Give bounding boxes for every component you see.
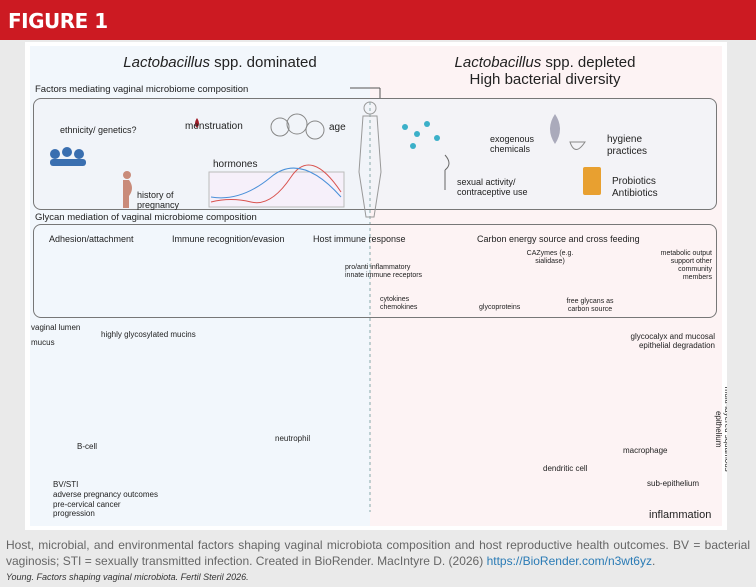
receptors-label: pro/anti inflammatory innate immune rece… xyxy=(345,264,423,280)
factor-probiotics: Probiotics Antibiotics xyxy=(612,176,658,199)
mucus-label: mucus xyxy=(31,338,55,347)
figure-title: FIGURE 1 xyxy=(8,9,108,33)
cazymes-label: CAZymes (e.g. sialidase) xyxy=(526,250,574,266)
right-title-rest: spp. depleted xyxy=(541,54,636,71)
b-cell-label: B-cell xyxy=(77,442,98,451)
figure-caption: Host, microbial, and environmental facto… xyxy=(6,538,750,569)
factor-hygiene: hygiene practices xyxy=(607,134,648,157)
metabolic-output-label: metabolic output support other community… xyxy=(660,250,712,282)
hormones-chart xyxy=(208,171,345,208)
section-glycan-label: Glycan mediation of vaginal microbiome c… xyxy=(35,212,257,223)
factor-ethnicity: ethnicity/ genetics? xyxy=(60,125,137,135)
menstrual-cup-icon xyxy=(569,141,586,150)
caption-text: Host, microbial, and environmental facto… xyxy=(6,538,750,568)
vaginal-lumen-label: vaginal lumen xyxy=(31,323,81,332)
figure-header: FIGURE 1 xyxy=(0,0,756,40)
outcome-bv-sti: BV/STI xyxy=(53,480,79,489)
dendritic-cell-label: dendritic cell xyxy=(543,464,588,473)
free-glycans-label: free glycans as carbon source xyxy=(566,298,614,314)
left-title: Lactobacillus spp. dominated xyxy=(100,54,340,71)
left-title-rest: spp. dominated xyxy=(209,54,317,71)
molecules-icon xyxy=(402,121,440,149)
factor-pregnancy: history of pregnancy xyxy=(137,190,180,211)
women-faces-icon xyxy=(270,113,325,140)
glycan-host-immune: Host immune response xyxy=(313,234,406,244)
body-outline-icon xyxy=(358,101,382,218)
illustration-graphics xyxy=(50,87,601,512)
caption-end: . xyxy=(651,553,656,568)
people-icon xyxy=(50,147,86,166)
pregnant-woman-icon xyxy=(123,171,132,208)
glycan-immune-recognition: Immune recognition/evasion xyxy=(172,234,285,244)
hygiene-pad-icon xyxy=(550,114,560,144)
factor-menstruation: menstruation xyxy=(185,121,243,132)
glycan-box xyxy=(33,224,717,318)
right-subtitle: High bacterial diversity xyxy=(469,71,621,89)
iud-icon xyxy=(444,154,450,190)
neutrophil-label: neutrophil xyxy=(275,434,311,443)
sub-epithelium-label: sub-epithelium xyxy=(647,479,700,488)
mucins-label: highly glycosylated mucins xyxy=(101,330,196,339)
factor-chemicals: exogenous chemicals xyxy=(490,134,535,155)
glycoproteins-label: glycoproteins xyxy=(479,304,521,311)
figure-illustration: Lactobacillus spp. dominated Lactobacill… xyxy=(25,42,727,530)
hormone-curve xyxy=(210,167,342,199)
biorender-link[interactable]: https://BioRender.com/n3wt6yz xyxy=(486,553,652,568)
factor-age: age xyxy=(329,122,346,133)
left-title-italic: Lactobacillus xyxy=(123,54,210,71)
cytokines-label: cytokines chemokines xyxy=(380,296,418,312)
glycan-adhesion: Adhesion/attachment xyxy=(49,234,134,244)
factor-sexual-activity: sexual activity/ contraceptive use xyxy=(457,177,528,198)
factor-hormones: hormones xyxy=(213,159,258,170)
figure-citation: Young. Factors shaping vaginal microbiot… xyxy=(6,572,249,582)
right-title-italic: Lactobacillus xyxy=(454,54,542,71)
outcome-cancer: pre-cervical cancer progression xyxy=(53,500,121,519)
macrophage-label: macrophage xyxy=(623,446,668,455)
hormone-curve xyxy=(210,164,342,204)
section-factors-label: Factors mediating vaginal microbiome com… xyxy=(35,84,249,95)
outcome-pregnancy: adverse pregnancy outcomes xyxy=(53,490,158,499)
epithelium-label: multi-layered squamous epithelium xyxy=(714,386,727,472)
degradation-label: glycocalyx and mucosal epithelial degrad… xyxy=(630,332,715,351)
pill-bottle-icon xyxy=(583,167,601,195)
blood-drop-icon xyxy=(195,118,199,128)
glycan-carbon: Carbon energy source and cross feeding xyxy=(477,234,640,244)
inflammation-label: inflammation xyxy=(649,509,712,521)
